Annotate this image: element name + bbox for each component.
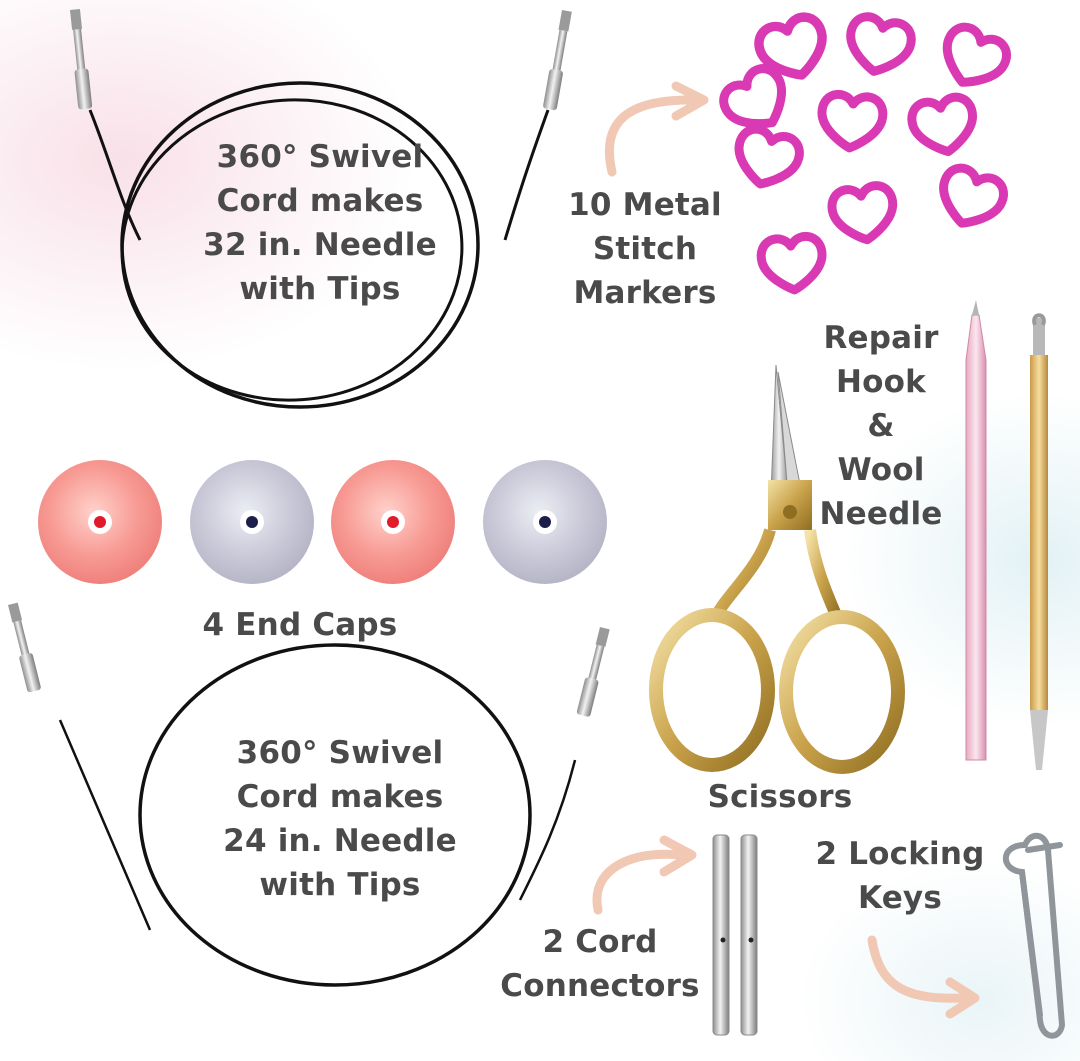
cord-32in bbox=[70, 8, 572, 409]
arrow-to-keys-icon bbox=[867, 935, 970, 1003]
end-cap-gray bbox=[190, 460, 314, 584]
heart-marker-icon bbox=[939, 163, 1008, 228]
cord-24-line4: with Tips bbox=[259, 867, 421, 903]
stitch-markers-line3: Markers bbox=[573, 275, 717, 311]
locking-keys-line2: Keys bbox=[858, 880, 942, 916]
repair-hook-line1: Repair bbox=[823, 320, 939, 356]
scissors-text: Scissors bbox=[707, 779, 853, 815]
heart-marker-icon bbox=[817, 90, 888, 153]
cord-24-line1: 360° Swivel bbox=[236, 735, 444, 771]
repair-hook-line5: Needle bbox=[819, 496, 943, 532]
stitch-markers-label: 10 Metal Stitch Markers bbox=[550, 183, 740, 315]
cord-connectors-line2: Connectors bbox=[500, 968, 700, 1004]
cord-32-line3: 32 in. Needle bbox=[203, 227, 437, 263]
end-cap-pink bbox=[331, 460, 455, 584]
cord-connectors-line1: 2 Cord bbox=[542, 924, 658, 960]
locking-keys-icon bbox=[1002, 832, 1066, 1039]
cord-connectors-label: 2 Cord Connectors bbox=[490, 920, 710, 1008]
end-cap-gray bbox=[483, 460, 607, 584]
stitch-markers-line1: 10 Metal bbox=[568, 187, 722, 223]
cord-32-line1: 360° Swivel bbox=[216, 139, 424, 175]
wool-needle-icon bbox=[965, 300, 987, 761]
cord-24in bbox=[8, 602, 610, 987]
repair-hook-icon bbox=[1030, 313, 1048, 770]
arrow-to-markers-icon bbox=[604, 95, 695, 177]
cord-32-line4: with Tips bbox=[239, 271, 401, 307]
cord-32-label: 360° Swivel Cord makes 32 in. Needle wit… bbox=[180, 135, 460, 311]
needle-tip-left bbox=[8, 602, 41, 693]
cord-24-line3: 24 in. Needle bbox=[223, 823, 457, 859]
needle-tip-right bbox=[576, 627, 610, 717]
heart-marker-icon bbox=[719, 64, 786, 129]
repair-hook-line3: & bbox=[867, 408, 895, 444]
repair-hook-line4: Wool bbox=[837, 452, 925, 488]
arrow-to-connectors-icon bbox=[592, 849, 685, 915]
cord-32-line2: Cord makes bbox=[216, 183, 424, 219]
repair-hook-line2: Hook bbox=[836, 364, 926, 400]
repair-hook-label: Repair Hook & Wool Needle bbox=[800, 316, 962, 536]
stitch-markers-line2: Stitch bbox=[592, 231, 698, 267]
needle-tip-right bbox=[543, 9, 572, 111]
heart-marker-icon bbox=[756, 232, 827, 295]
end-caps bbox=[38, 460, 607, 584]
heart-marker-icon bbox=[754, 12, 827, 80]
stitch-markers bbox=[719, 12, 1012, 295]
heart-marker-icon bbox=[942, 22, 1012, 87]
cord-24-label: 360° Swivel Cord makes 24 in. Needle wit… bbox=[200, 731, 480, 907]
end-caps-text: 4 End Caps bbox=[202, 607, 398, 643]
heart-marker-icon bbox=[827, 181, 898, 245]
scissors-label: Scissors bbox=[690, 775, 870, 819]
cord-24-line2: Cord makes bbox=[236, 779, 444, 815]
needle-tip-left bbox=[70, 8, 93, 110]
heart-marker-icon bbox=[907, 92, 978, 157]
locking-keys-label: 2 Locking Keys bbox=[800, 832, 1000, 920]
scissors-icon bbox=[649, 364, 905, 774]
end-cap-pink bbox=[38, 460, 162, 584]
end-caps-label: 4 End Caps bbox=[180, 603, 420, 647]
locking-keys-line1: 2 Locking bbox=[815, 836, 985, 872]
heart-marker-icon bbox=[846, 12, 916, 76]
cord-connectors-icon bbox=[712, 834, 758, 1036]
heart-marker-icon bbox=[734, 124, 804, 189]
